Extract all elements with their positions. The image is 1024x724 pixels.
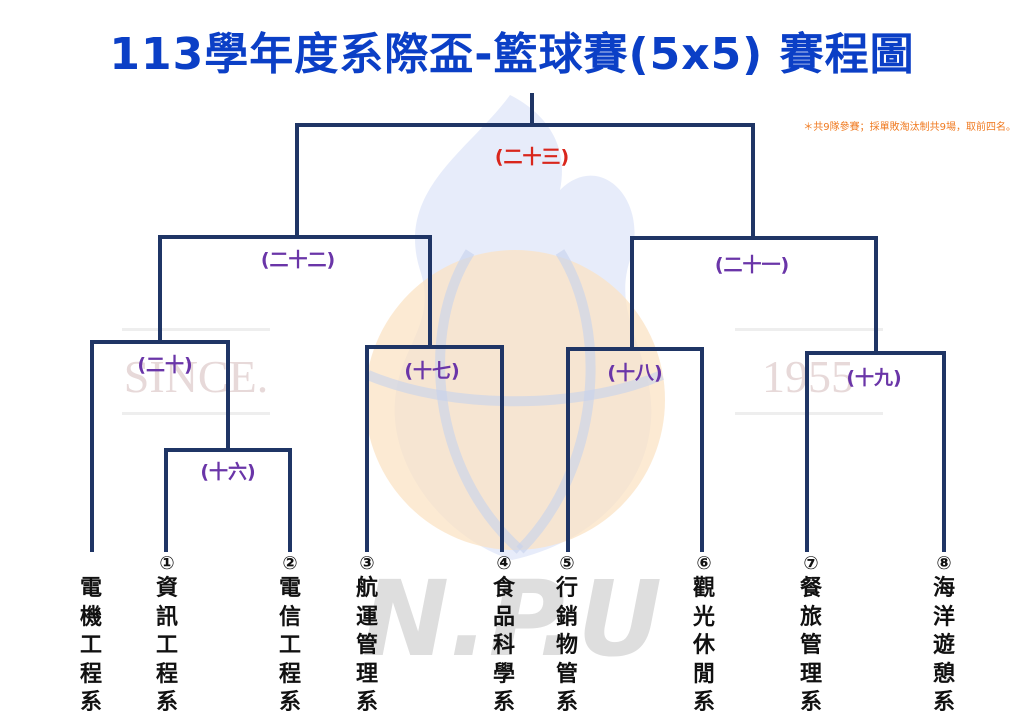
team-slot-1: 電機工程系 xyxy=(74,553,108,718)
team-seed: ⑦ xyxy=(803,553,819,574)
team-name: 餐旅管理系 xyxy=(799,576,822,715)
team-seed xyxy=(74,553,108,575)
team-seed: ④ xyxy=(496,553,512,574)
team-slot-6: ⑤ 行銷物管系 xyxy=(550,553,584,718)
match-label-19: (十九) xyxy=(846,367,902,389)
bracket-match-17 xyxy=(365,345,504,552)
match-label-18: (十八) xyxy=(607,362,663,384)
team-name: 行銷物管系 xyxy=(555,576,578,715)
team-slot-5: ④ 食品科學系 xyxy=(487,553,521,718)
match-label-16: (十六) xyxy=(200,461,256,483)
team-seed: ⑧ xyxy=(936,553,952,574)
bracket-match-23 xyxy=(295,123,755,240)
team-seed: ② xyxy=(282,553,298,574)
team-name: 海洋遊憩系 xyxy=(932,576,955,715)
team-name: 航運管理系 xyxy=(355,576,378,715)
team-name: 電機工程系 xyxy=(79,576,102,715)
team-name: 食品科學系 xyxy=(492,576,515,715)
watermark-since: SINCE. xyxy=(124,351,268,402)
match-label-23: (二十三) xyxy=(494,146,570,168)
team-seed: ⑥ xyxy=(696,553,712,574)
team-slot-8: ⑦ 餐旅管理系 xyxy=(794,553,828,718)
match-label-20: (二十) xyxy=(137,354,193,376)
team-seed: ① xyxy=(159,553,175,574)
team-name: 電信工程系 xyxy=(278,576,301,715)
match-label-21: (二十一) xyxy=(714,254,790,276)
team-name: 資訊工程系 xyxy=(155,576,178,715)
team-slot-2: ① 資訊工程系 xyxy=(150,553,184,718)
team-seed: ⑤ xyxy=(559,553,575,574)
page-title: 113學年度系際盃-籃球賽(5x5) 賽程圖 xyxy=(109,29,915,80)
team-slot-3: ② 電信工程系 xyxy=(273,553,307,718)
bracket-match-18 xyxy=(566,347,704,552)
team-slot-4: ③ 航運管理系 xyxy=(350,553,384,718)
team-seed: ③ xyxy=(359,553,375,574)
match-label-17: (十七) xyxy=(404,360,460,382)
match-label-22: (二十二) xyxy=(260,249,336,271)
team-slot-7: ⑥ 觀光休閒系 xyxy=(687,553,721,718)
team-name: 觀光休閒系 xyxy=(692,576,715,715)
watermark-npu: N.P.U xyxy=(362,558,662,680)
team-slot-9: ⑧ 海洋遊憩系 xyxy=(927,553,961,718)
tournament-note: ＊共9隊參賽；採單敗淘汰制共9場，取前四名。 xyxy=(803,122,1016,133)
